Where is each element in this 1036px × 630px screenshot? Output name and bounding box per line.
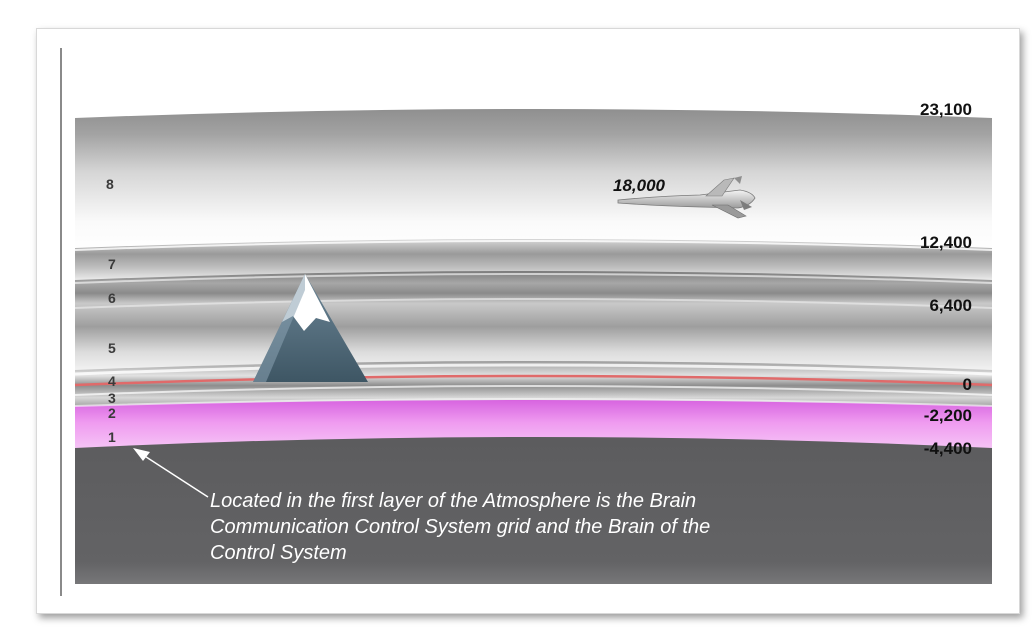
layer-label: 3 <box>108 390 116 406</box>
plane-altitude-label: 18,000 <box>613 176 665 195</box>
layer-label: 2 <box>108 405 116 421</box>
frame-left-rule <box>60 48 62 596</box>
caption-line: Located in the first layer of the Atmosp… <box>210 490 697 512</box>
caption-line: Communication Control System grid and th… <box>210 516 711 538</box>
layer-label: 8 <box>106 176 114 192</box>
sea-level-line <box>74 374 993 387</box>
layer-label: 6 <box>108 290 116 306</box>
layer-label: 1 <box>108 429 116 445</box>
arrow-pointer-icon <box>133 448 209 498</box>
altitude-label: 23,100 <box>920 100 972 119</box>
layer-label: 4 <box>108 373 116 389</box>
mountain-icon <box>253 274 368 382</box>
caption-line: Control System <box>210 542 347 564</box>
layer-label: 7 <box>108 256 116 272</box>
caption: Located in the first layer of the Atmosp… <box>210 488 850 566</box>
layer-label: 5 <box>108 340 116 356</box>
altitude-label: 0 <box>962 375 972 394</box>
altitude-label: -4,400 <box>923 439 972 458</box>
jet-plane-icon <box>617 176 756 219</box>
altitude-label: -2,200 <box>923 406 972 425</box>
altitude-label: 6,400 <box>929 296 972 315</box>
altitude-label: 12,400 <box>920 233 972 252</box>
